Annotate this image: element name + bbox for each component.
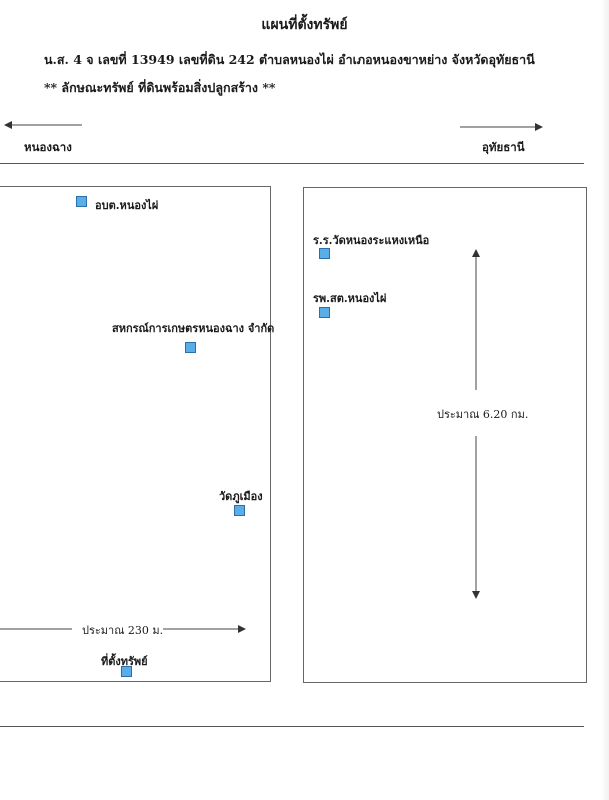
- horizontal-distance-label: ประมาณ 230 ม.: [82, 621, 164, 639]
- sao-marker-icon: [76, 196, 87, 207]
- coop-label: สหกรณ์การเกษตรหนองฉาง จำกัด: [112, 322, 275, 335]
- property-label: ที่ตั้งทรัพย์: [101, 655, 148, 668]
- map-title: แผนที่ตั้งทรัพย์: [261, 17, 348, 33]
- coop-marker-icon: [185, 342, 196, 353]
- hospital-marker-icon: [319, 307, 330, 318]
- main-road-line: [0, 163, 584, 164]
- temple-marker-icon: [234, 505, 245, 516]
- direction-right-label: อุทัยธานี: [482, 140, 525, 154]
- temple-label: วัดภูเมือง: [219, 490, 263, 503]
- hospital-label: รพ.สต.หนองไผ่: [313, 292, 387, 305]
- deed-info: น.ส. 4 จ เลขที่ 13949 เลขที่ดิน 242 ตำบล…: [44, 52, 535, 67]
- bottom-road-line: [0, 726, 584, 727]
- scan-edge: [601, 0, 609, 800]
- school-marker-icon: [319, 248, 330, 259]
- right-block: [303, 187, 587, 683]
- school-label: ร.ร.วัดหนองระแหงเหนือ: [313, 234, 430, 247]
- direction-left-label: หนองฉาง: [24, 140, 72, 154]
- property-marker-icon: [121, 666, 132, 677]
- vertical-distance-label: ประมาณ 6.20 กม.: [437, 405, 529, 423]
- property-type: ** ลักษณะทรัพย์ ที่ดินพร้อมสิ่งปลูกสร้าง…: [44, 80, 276, 95]
- sao-label: อบต.หนองไผ่: [95, 199, 159, 212]
- left-block: [0, 186, 271, 682]
